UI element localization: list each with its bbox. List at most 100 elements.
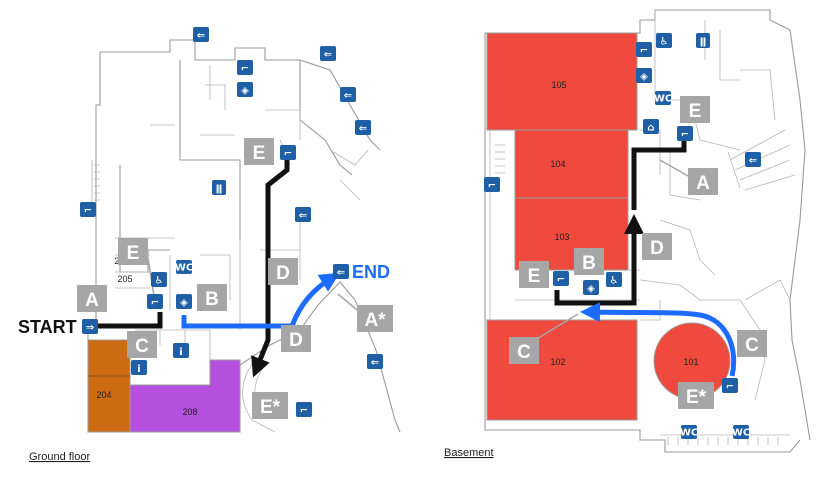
route-black-to-stairs [251,152,290,378]
room-102[interactable] [486,319,638,421]
basement-routes [554,140,737,377]
stairs-icon: ⌐ [147,294,163,309]
cutlery-icon: ǁ [696,33,710,48]
svg-text:◈: ◈ [180,298,188,309]
room-105[interactable] [486,32,638,131]
stairs-icon: ⌐ [484,177,500,192]
exit-icon: ⇐ [193,27,209,42]
label-a-star: A* [357,305,393,332]
stairs-icon: ⌐ [553,271,569,286]
label-c: C [127,331,157,358]
svg-text:C: C [135,336,149,357]
svg-text:E*: E* [260,397,281,418]
svg-text:⇐: ⇐ [344,91,352,102]
stairs-icon: ⌐ [677,126,693,141]
svg-text:E: E [689,101,702,122]
room-105-label: 105 [551,80,566,90]
label-e: E [680,96,710,123]
svg-text:A*: A* [364,310,386,331]
label-b: B [197,284,227,311]
svg-text:⇐: ⇐ [749,156,757,167]
svg-text:WC: WC [680,428,698,439]
auditorium-icon: ⌂ [643,119,659,134]
label-d: D [642,233,672,260]
ground-floor-labels: A C E B D E D A* E* [77,138,393,419]
svg-text:i: i [137,364,140,375]
exit-icon: ⇐ [333,264,349,279]
wc-icon: WC [732,425,750,439]
exit-icon: ⇐ [355,120,371,135]
room-208-label: 208 [182,407,197,417]
wheelchair-icon: ♿ [656,33,672,48]
exit-icon: ⇐ [340,87,356,102]
exit-icon: ⇐ [320,46,336,61]
svg-text:WC: WC [732,428,750,439]
label-c-left: C [509,337,539,364]
stairs-icon: ⌐ [722,378,738,393]
room-104[interactable] [514,129,629,199]
svg-text:⇐: ⇐ [324,50,332,61]
svg-text:⌐: ⌐ [284,149,292,160]
label-b: B [574,248,604,275]
room-104-label: 104 [550,159,565,169]
svg-text:i: i [179,347,182,358]
route-black-start [95,312,163,329]
label-e-star: E* [252,392,288,419]
svg-text:C: C [745,335,759,356]
svg-text:⌐: ⌐ [84,206,92,217]
basement-plan: 105 104 103 102 101 [484,9,811,453]
room-103[interactable] [514,197,629,271]
svg-text:⌂: ⌂ [647,123,654,134]
wheelchair-icon: ♿ [606,272,622,287]
svg-text:D: D [276,263,290,284]
room-205-label: 205 [117,274,132,284]
svg-text:B: B [205,289,219,310]
svg-text:⇐: ⇐ [371,358,379,369]
svg-text:E: E [528,266,541,287]
elevator-icon: ◈ [636,68,652,83]
stairs-icon: ⌐ [80,202,96,217]
label-e-star: E* [678,382,714,409]
exit-icon: ⇐ [295,207,311,222]
svg-text:♿: ♿ [610,276,619,287]
svg-text:⌐: ⌐ [300,406,308,417]
room-102-label: 102 [550,357,565,367]
svg-text:⌐: ⌐ [488,181,496,192]
room-103-label: 103 [554,232,569,242]
svg-text:ǁ: ǁ [216,184,223,195]
stairs-icon: ⌐ [237,60,253,75]
svg-text:B: B [582,253,596,274]
room-208[interactable] [129,359,241,433]
svg-text:⌐: ⌐ [726,382,734,393]
cutlery-icon: ǁ [212,180,226,195]
exit-icon: ⇐ [745,152,761,167]
svg-text:A: A [85,290,99,311]
route-blue-basement [580,302,737,377]
elevator-icon: ◈ [583,280,599,295]
room-204[interactable] [87,339,131,433]
label-c-right: C [737,330,767,357]
wc-icon: WC [680,425,698,439]
label-a: A [77,285,107,312]
svg-text:WC: WC [654,94,672,105]
svg-text:⌐: ⌐ [681,130,689,141]
svg-text:⇐: ⇐ [337,268,345,279]
start-exit-icon: ⇒ [82,319,98,334]
label-e-upper: E [244,138,274,165]
elevator-icon: ◈ [237,82,253,97]
wc-icon: WC [654,91,672,105]
stairs-icon: ⌐ [636,42,652,57]
svg-text:⌐: ⌐ [241,64,249,75]
svg-text:◈: ◈ [640,72,648,83]
stairs-icon: ⌐ [296,402,312,417]
exit-icon: ⇐ [367,354,383,369]
label-d-lower: D [281,325,311,352]
basement-labels: E A E B D C C E* [509,96,767,409]
label-d-upper: D [268,258,298,285]
label-e: E [118,238,148,265]
svg-text:D: D [289,330,303,351]
ground-floor-icons: ⇐ ⇐ ⇐ ⇐ ⇐ ⇐ ⇐ ⇒ ⌐ ◈ ⌐ ǁ ⌐ ♿ ⌐ WC ◈ i i ⌐ [80,27,383,417]
svg-text:A: A [696,173,710,194]
stairs-icon: ⌐ [280,145,296,160]
